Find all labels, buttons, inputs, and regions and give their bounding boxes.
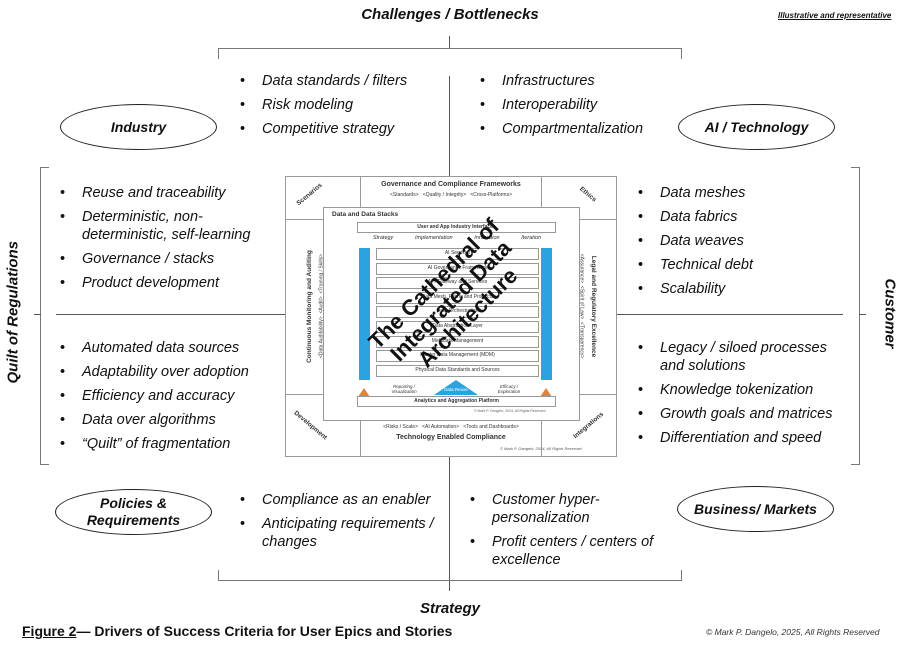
list-item: Interoperability [478,96,678,114]
list-item: Compliance as an enabler [238,491,438,509]
list-right-upper: Data meshesData fabricsData weavesTechni… [636,184,836,304]
list-item: Profit centers / centers of excellence [468,533,668,569]
monitoring-title: Continuous Monitoring and Auditing [306,250,313,363]
figure-label: Figure 2 [22,623,77,639]
outer-copyright: © Mark P. Dangelo, 2024, All Rights Rese… [500,446,582,451]
stack-layer: AI Governance Framework [376,262,539,275]
right-title: Customer [881,278,899,349]
list-item: Efficiency and accuracy [58,387,283,405]
list-item: Data over algorithms [58,411,283,429]
corner-ethics: Ethics [578,185,598,204]
cathedral-diagram: Scenarios Ethics Development Integration… [285,176,617,457]
legal-title: Legal and Regulatory Excellence [590,255,597,358]
divider-bottom [449,455,450,580]
list-item: Customer hyper-personalization [468,491,668,527]
right-blue-bar [541,248,552,380]
divider-top [449,76,450,176]
list-item: Legacy / siloed processes and solutions [636,339,846,375]
list-left-lower: Automated data sourcesAdaptability over … [58,339,283,459]
phases-row: Strategy Implementation Innovation Itera… [362,235,552,241]
top-title: Challenges / Bottlenecks [361,6,539,23]
ellipse-policies: Policies & Requirements [55,489,212,535]
top-brace [218,48,682,59]
compliance-tags: <Risks / Scale> <AI Automation> <Tools a… [383,424,519,430]
list-item: Data standards / filters [238,72,448,90]
ellipse-ai-technology: AI / Technology [678,104,835,150]
right-brace [851,167,860,465]
phase: Innovation [474,235,500,241]
right-brace-stem [859,314,866,315]
list-left-upper: Reuse and traceabilityDeterministic, non… [58,184,278,298]
list-item: Technical debt [636,256,836,274]
left-brace-stem [34,314,41,315]
right-pillar-base [540,388,552,397]
left-blue-bar [359,248,370,380]
stack-layer: Physical Data Standards and Sources [376,364,539,377]
figure-caption: Figure 2— Drivers of Success Criteria fo… [22,623,452,639]
interfaces-box: User and App Industry Interfaces [357,222,556,233]
divider-left [56,314,285,315]
stack-layer: AI Services [376,248,539,260]
inner-copyright: © Mark P. Dangelo, 2024, All Rights Rese… [474,409,546,413]
list-item: Growth goals and matrices [636,405,846,423]
list-item: Infrastructures [478,72,678,90]
caption-text: — Drivers of Success Criteria for User E… [76,623,453,639]
footer-copyright: © Mark P. Dangelo, 2025, All Rights Rese… [706,627,880,637]
list-bottom-left: Compliance as an enablerAnticipating req… [238,491,438,557]
list-item: Differentiation and speed [636,429,846,447]
list-right-lower: Legacy / siloed processes and solutionsK… [636,339,846,453]
list-item: Governance / stacks [58,250,278,268]
ellipse-industry: Industry [60,104,217,150]
compliance-title: Technology Enabled Compliance [396,434,506,441]
corner-scenarios: Scenarios [295,181,324,208]
list-item: Compartmentalization [478,120,678,138]
stack-layer: Data Orchestration [376,306,539,319]
data-stacks-box: Data and Data Stacks User and App Indust… [323,207,580,421]
list-top-right: InfrastructuresInteroperabilityCompartme… [478,72,678,144]
list-item: Deterministic, non-deterministic, self-l… [58,208,278,244]
list-item: Scalability [636,280,836,298]
bottom-title: Strategy [419,600,481,617]
bottom-brace [218,570,682,581]
list-item: Data fabrics [636,208,836,226]
stack-layer: API Gateway and Services [376,277,539,290]
stack-layer: Data Mesh, Fabric and Products [376,291,539,304]
data-reuse-label: Data Reuse [444,387,468,392]
platform-box: Analytics and Aggregation Platform [357,396,556,407]
list-item: Competitive strategy [238,120,448,138]
divider-right [615,314,843,315]
list-item: Adaptability over adoption [58,363,283,381]
ellipse-business: Business/ Markets [677,486,834,532]
list-item: Automated data sources [58,339,283,357]
list-item: Product development [58,274,278,292]
list-item: Risk modeling [238,96,448,114]
list-item: Data weaves [636,232,836,250]
list-item: Data meshes [636,184,836,202]
list-item: Knowledge tokenization [636,381,846,399]
data-reuse-triangle [434,380,478,395]
list-bottom-right: Customer hyper-personalizationProfit cen… [468,491,668,575]
stack-layer: Master Data Management (MDM) [376,350,539,363]
reporting-label: Reporting / Visualization [391,384,417,394]
stack-layer: Data Abstraction Layer [376,321,539,333]
top-brace-stem [449,36,450,48]
illustrative-note: Illustrative and representative [778,11,892,20]
bottom-brace-stem [449,581,450,591]
list-item: “Quilt” of fragmentation [58,435,283,453]
list-item: Anticipating requirements / changes [238,515,438,551]
phase: Strategy [372,235,394,241]
phase: Implementation [414,235,453,241]
list-top-left: Data standards / filtersRisk modelingCom… [238,72,448,144]
efficacy-label: Efficacy / Exploration [497,384,521,394]
left-pillar-base [358,388,370,397]
stack-layer: Metadata Management [376,335,539,348]
phase: Iteration [521,235,542,241]
left-title: Quilt of Regulations [4,241,22,384]
left-brace [40,167,49,465]
governance-tags: <Standards> <Quality / Integrity> <Cross… [390,192,512,198]
data-stacks-title: Data and Data Stacks [332,211,399,218]
governance-title: Governance and Compliance Frameworks [381,181,521,188]
list-item: Reuse and traceability [58,184,278,202]
